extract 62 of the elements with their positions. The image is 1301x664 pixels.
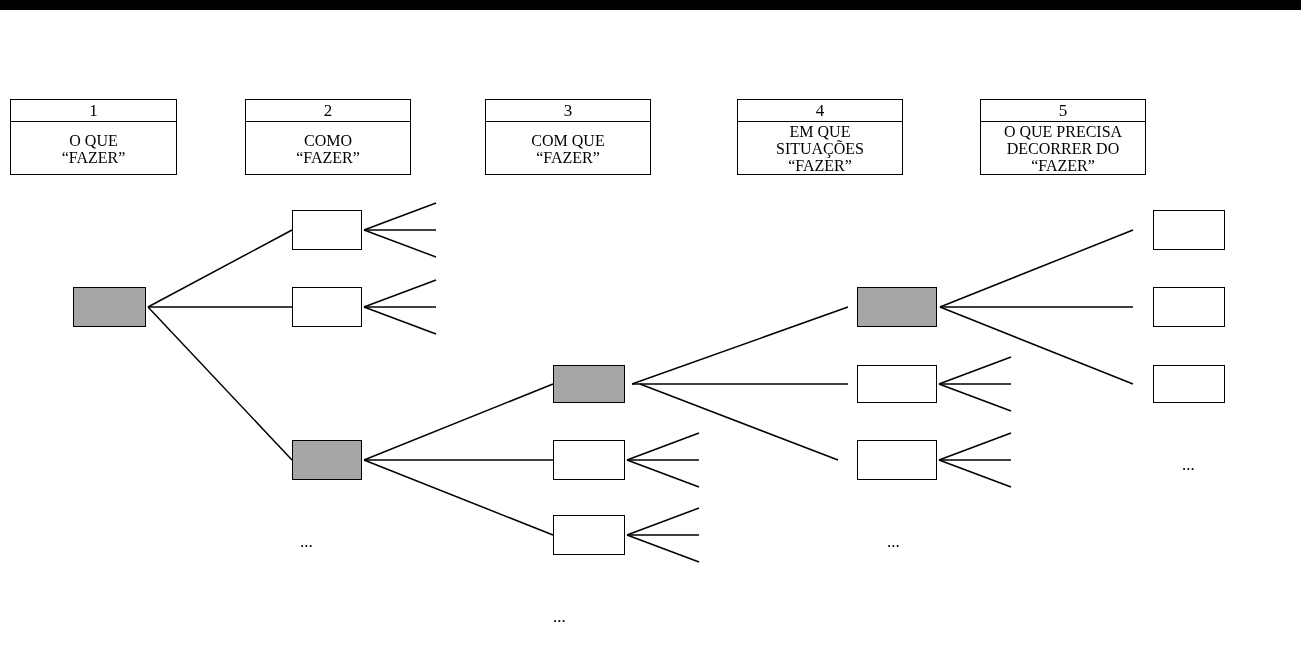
connector-line [363, 306, 437, 335]
connector-line [626, 432, 700, 461]
ellipsis-label: ... [1182, 455, 1195, 475]
header-box [10, 99, 177, 175]
shaded-box [553, 365, 625, 403]
connector-line [626, 459, 700, 461]
connector-line [147, 306, 293, 308]
column-number: 5 [1058, 100, 1068, 121]
connector-line [939, 229, 1134, 308]
column-number: 1 [89, 100, 98, 121]
connector-line [939, 306, 1134, 308]
shaded-box [857, 287, 937, 327]
connector-line [363, 306, 437, 308]
connector-line [147, 229, 293, 308]
empty-box [1153, 210, 1225, 250]
connector-line [363, 459, 554, 536]
column-heading: COMO “FAZER” [295, 131, 361, 166]
connector-line [363, 383, 554, 461]
connector-line [147, 306, 293, 461]
connector-line [363, 202, 437, 231]
connector-line [363, 279, 437, 308]
column-number: 3 [563, 100, 573, 121]
column-number: 2 [323, 100, 333, 121]
header-box [485, 99, 651, 175]
shaded-box [292, 440, 362, 480]
connector-line [631, 306, 849, 385]
header-box [980, 99, 1146, 175]
connector-line [939, 306, 1134, 385]
connector-line [363, 229, 437, 231]
column-heading: O QUE PRECISA DECORRER DO “FAZER” [1002, 123, 1124, 174]
empty-box [1153, 287, 1225, 327]
empty-box [553, 515, 625, 555]
empty-box [857, 365, 937, 403]
empty-box [857, 440, 937, 480]
connector-line [626, 507, 700, 536]
ellipsis-label: ... [887, 532, 900, 552]
header-box [245, 99, 411, 175]
connector-line [938, 383, 1012, 385]
empty-box [292, 210, 362, 250]
empty-box [553, 440, 625, 480]
connector-line [938, 459, 1012, 488]
connector-line [626, 534, 700, 536]
connector-line [626, 459, 700, 488]
connector-line [363, 229, 437, 258]
ellipsis-label: ... [300, 532, 313, 552]
empty-box [292, 287, 362, 327]
shaded-box [73, 287, 146, 327]
connector-line [626, 534, 700, 563]
connector-line [363, 459, 554, 461]
empty-box [1153, 365, 1225, 403]
column-heading: EM QUE SITUAÇÕES “FAZER” [775, 123, 865, 174]
connector-line [938, 383, 1012, 412]
connector-line [938, 459, 1012, 461]
connector-line [938, 432, 1012, 461]
connector-line [938, 356, 1012, 385]
column-heading: O QUE “FAZER” [60, 131, 127, 166]
ellipsis-label: ... [553, 607, 566, 627]
connector-line [639, 383, 839, 461]
header-box [737, 99, 903, 175]
column-heading: COM QUE “FAZER” [530, 131, 606, 166]
connector-line [631, 383, 849, 385]
column-number: 4 [815, 100, 825, 121]
